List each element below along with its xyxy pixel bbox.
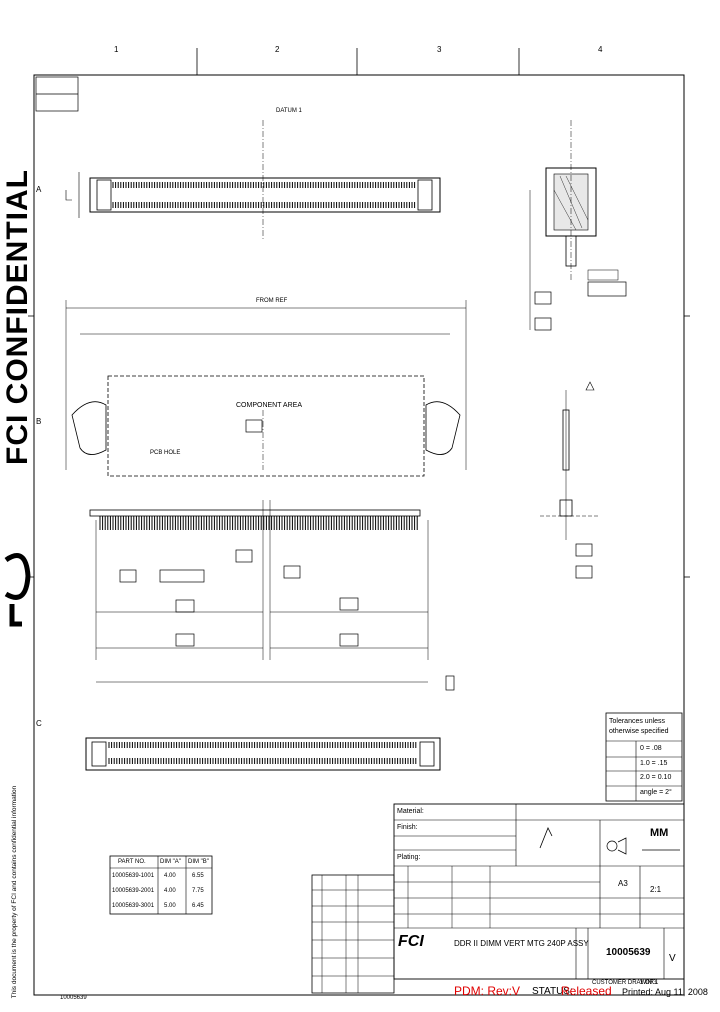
proprietary-note: This document is the property of FCI and… bbox=[10, 785, 18, 999]
tolerance-row: angle = 2° bbox=[640, 789, 672, 796]
note-line: Finish: bbox=[397, 824, 418, 831]
sheet-value: 1 OF 1 bbox=[640, 980, 659, 986]
status-value: Released bbox=[561, 984, 612, 998]
part-table-header: DIM "B" bbox=[188, 859, 209, 865]
units-label: MM bbox=[650, 827, 669, 839]
printed-date: Printed: Aug 11, 2008 bbox=[622, 987, 708, 997]
tolerance-row: 0 = .08 bbox=[640, 745, 662, 752]
part-table-cell: 10005639-2001 bbox=[112, 888, 155, 894]
column-marker-1: 1 bbox=[114, 45, 119, 54]
part-table-header: PART NO. bbox=[118, 859, 146, 865]
part-table-cell: 10005639-1001 bbox=[112, 873, 155, 879]
part-table-cell: 7.75 bbox=[192, 888, 204, 894]
part-table-cell: 10005639-3001 bbox=[112, 903, 155, 909]
doc-type: CUSTOMER DRAWING bbox=[592, 980, 657, 986]
bottom-code: 10005639 bbox=[60, 995, 87, 1001]
row-marker-c: C bbox=[36, 719, 42, 728]
part-table-cell: 4.00 bbox=[164, 873, 176, 879]
component-area-label: COMPONENT AREA bbox=[236, 402, 302, 409]
pdm-revision: PDM: Rev:V bbox=[454, 984, 521, 998]
confidential-watermark: FCI CONFIDENTIAL bbox=[1, 169, 34, 465]
column-marker-4: 4 bbox=[598, 45, 603, 54]
part-number: 10005639 bbox=[606, 947, 651, 958]
column-marker-3: 3 bbox=[437, 45, 442, 54]
part-table-cell: 5.00 bbox=[164, 903, 176, 909]
description: DDR II DIMM VERT MTG 240P ASSY bbox=[454, 939, 589, 948]
dimension-top-label: FROM REF bbox=[256, 298, 288, 304]
tolerance-heading: Tolerances unless otherwise specified bbox=[609, 718, 669, 735]
status-label: STATUS: bbox=[532, 986, 573, 997]
rev-value: V bbox=[669, 953, 676, 964]
datum-label: DATUM 1 bbox=[276, 108, 302, 114]
part-table-cell: 6.55 bbox=[192, 873, 204, 879]
tolerance-row: 2.0 = 0.10 bbox=[640, 774, 672, 781]
pcb-hole-label: PCB HOLE bbox=[150, 450, 181, 456]
column-marker-2: 2 bbox=[275, 45, 280, 54]
part-table-cell: 4.00 bbox=[164, 888, 176, 894]
scale-value: 2:1 bbox=[650, 885, 662, 894]
part-table-header: DIM "A" bbox=[160, 859, 181, 865]
company-logo: FCI bbox=[398, 933, 424, 950]
tolerance-row: 1.0 = .15 bbox=[640, 760, 668, 767]
row-marker-a: A bbox=[36, 185, 42, 194]
part-table-cell: 6.45 bbox=[192, 903, 204, 909]
note-line: Material: bbox=[397, 808, 424, 815]
row-marker-b: B bbox=[36, 417, 42, 426]
note-line: Plating: bbox=[397, 854, 421, 861]
size-value: A3 bbox=[618, 879, 628, 888]
